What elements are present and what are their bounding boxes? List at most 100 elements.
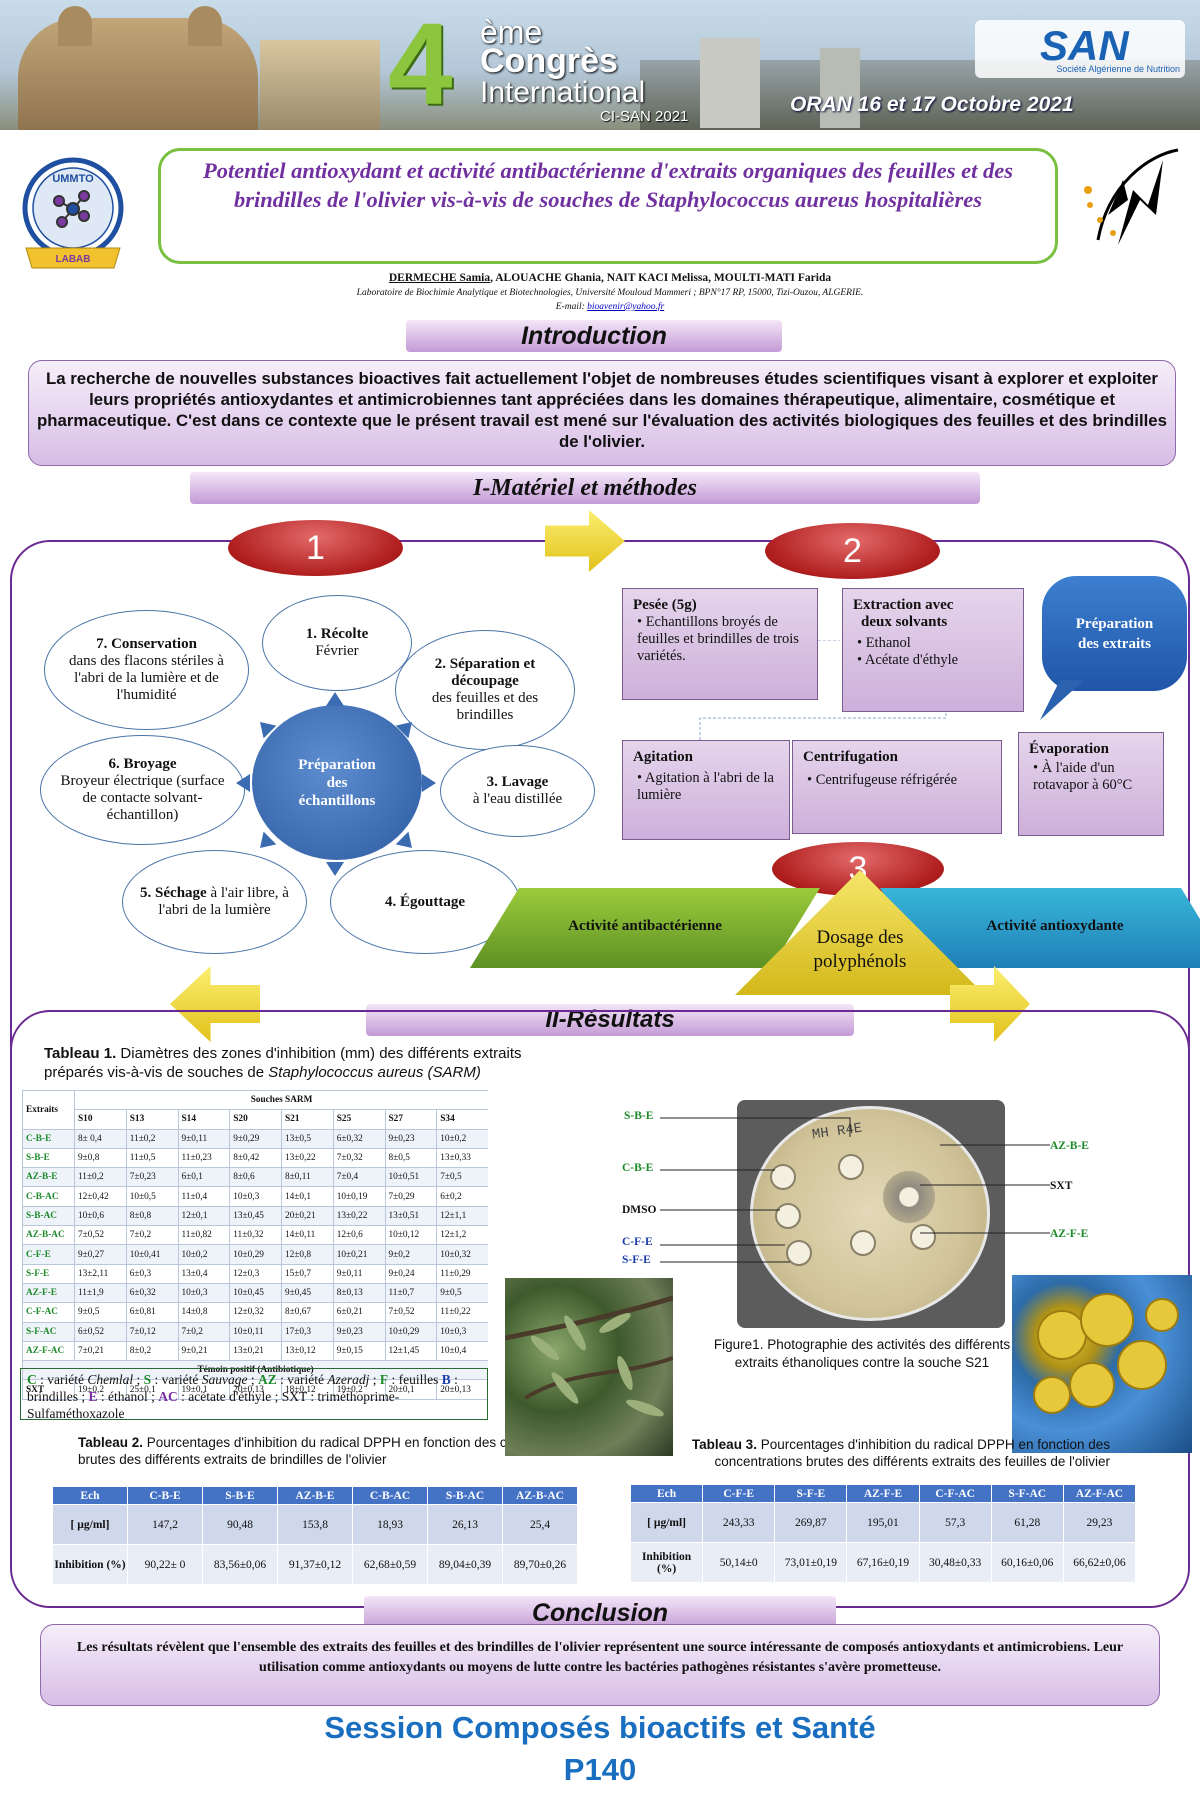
section-header-introduction: Introduction — [406, 320, 782, 352]
table1-cell: 10±0,3 — [177, 1282, 231, 1304]
table1-row-name: C-F-AC — [22, 1302, 75, 1323]
table3-caption-text: Pourcentages d'inhibition du radical DPP… — [714, 1437, 1110, 1469]
san-logo-text: SAN — [1040, 22, 1129, 69]
table1-cell: 13±0,33 — [436, 1147, 488, 1169]
session-title: Session Composés bioactifs et Santé — [324, 1710, 876, 1745]
table1-cell: 10±0,2 — [177, 1244, 231, 1265]
legend-text: : brindilles ; — [27, 1372, 458, 1404]
international-word: International — [480, 76, 646, 109]
table1-cell: 8±0,13 — [332, 1282, 386, 1304]
table1-cell: 9±0,23 — [332, 1321, 386, 1342]
building-illustration — [260, 40, 380, 130]
antibacterial-activity-label: Activité antibactérienne — [568, 918, 722, 934]
table1-strain-header: S20 — [229, 1109, 282, 1130]
table2-caption-text: Pourcentages d'inhibition du radical DPP… — [78, 1435, 588, 1467]
table1-cell: 8±0,11 — [281, 1167, 334, 1188]
figure1-caption: Figure1. Photographie des activités des … — [712, 1336, 1012, 1372]
table1-cell: 9±0,21 — [177, 1340, 231, 1362]
table1-cell: 11±0,2 — [74, 1167, 127, 1188]
legend-separator: ; — [133, 1372, 144, 1387]
table1-cell: 7±0,52 — [384, 1302, 438, 1323]
table1-cell: 10±0,45 — [229, 1282, 282, 1304]
table1-cell: 12±0,32 — [229, 1302, 282, 1323]
figure-label-cfe: C-F-E — [622, 1236, 653, 1248]
table3-cell: 67,16±0,19 — [846, 1542, 920, 1583]
cycle-step-text: dans des flacons stériles à l'abri de la… — [69, 653, 224, 703]
process-item: Acétate d'éthyle — [857, 652, 1013, 669]
table1-row-name: AZ-B-AC — [22, 1225, 75, 1246]
table1-cell: 13±0,5 — [281, 1128, 334, 1149]
legend-variety: Sauvage — [201, 1372, 248, 1387]
figure1-caption-text: . Photographie des activités des différe… — [734, 1337, 1011, 1370]
table1-cell: 8±0,67 — [281, 1302, 334, 1323]
table1-cell: 12±0,6 — [332, 1225, 386, 1246]
extract-well — [910, 1224, 936, 1250]
table1-cell: 8±0,6 — [229, 1167, 282, 1188]
table1-cell: 7±0,2 — [177, 1321, 231, 1342]
section-header-methods: I-Matériel et méthodes — [190, 472, 980, 504]
cycle-step-text: à l'eau distillée — [472, 791, 563, 807]
olive-leaves-illustration — [505, 1295, 673, 1417]
process-agitation: Agitation Agitation à l'abri de la lumiè… — [622, 740, 790, 840]
cycle-step-title: 4. Égouttage — [385, 893, 465, 910]
table2-cell: 91,37±0,12 — [277, 1544, 353, 1585]
cycle-step-5: 5. Séchage à l'air libre, à l'abri de la… — [122, 850, 307, 954]
table1-cell: 18±0,12 — [281, 1379, 334, 1400]
cycle-step-title: 3. Lavage — [486, 774, 549, 790]
san-logo-subtitle: Société Algérienne de Nutrition — [1056, 64, 1180, 74]
table1-cell: 8±0,8 — [125, 1205, 179, 1227]
legend-text: : variété — [151, 1372, 202, 1387]
table1-row-name: S-B-E — [22, 1147, 75, 1169]
table1-cell: 12±1,1 — [436, 1205, 488, 1227]
email-link[interactable]: bioavenir@yahoo.fr — [587, 302, 665, 312]
ummto-logo: UMMTO LABAB — [22, 157, 124, 269]
figure-label-dmso: DMSO — [622, 1204, 657, 1216]
table1-cell: 11±0,5 — [125, 1147, 179, 1169]
table1-cell: 9±0,15 — [332, 1340, 386, 1362]
cycle-center-line: échantillons — [298, 792, 376, 809]
table1-cell: 10±0,21 — [332, 1244, 386, 1265]
table1-strain-header: S25 — [332, 1109, 386, 1130]
table1-row-name: S-F-E — [22, 1263, 75, 1284]
figure-label-sxt: SXT — [1050, 1180, 1073, 1192]
legend-key: C — [27, 1372, 37, 1387]
table1-cell: 7±0,5 — [436, 1167, 488, 1188]
cycle-center: Préparation des échantillons — [252, 705, 422, 860]
bubble-line: Préparation — [1075, 615, 1154, 632]
table1-row-name: AZ-B-E — [22, 1167, 75, 1188]
cycle-center-line: Préparation — [298, 756, 376, 773]
table3-cell: 73,01±0,19 — [774, 1542, 848, 1583]
table1-cell: 17±0,3 — [281, 1321, 334, 1342]
tower-illustration — [820, 48, 860, 128]
table1-cell: 10±0,41 — [125, 1244, 179, 1265]
tower-illustration — [700, 38, 760, 128]
table2-row-label: Inhibition (%) — [52, 1544, 128, 1585]
table1-cell: 9±0,11 — [332, 1263, 386, 1284]
cycle-step-title: 2. Séparation et découpage — [434, 656, 536, 689]
location-date: ORAN 16 et 17 Octobre 2021 — [790, 93, 1074, 116]
figure-label-azbe: AZ-B-E — [1050, 1140, 1089, 1152]
table1-cell: 14±0,1 — [281, 1186, 334, 1207]
process-title: Extraction avec — [853, 597, 954, 613]
legend-key: B — [441, 1372, 451, 1387]
table1-cell: 7±0,32 — [332, 1147, 386, 1169]
table1-cell: 11±0,23 — [177, 1147, 231, 1169]
table2-cell: 18,93 — [352, 1504, 428, 1545]
cycle-step-4: 4. Égouttage — [330, 850, 520, 954]
table1-cell: 8±0,2 — [125, 1340, 179, 1362]
edition-label: CI-SAN 2021 — [600, 108, 689, 125]
table1-cell: 10±0,3 — [436, 1321, 488, 1342]
legend-text: : variété — [276, 1372, 328, 1387]
cycle-step-title: 5. Séchage — [140, 885, 207, 901]
legend-key: E — [88, 1389, 98, 1404]
table1-cell: 12±0,3 — [229, 1263, 282, 1284]
table2-cell: 153,8 — [277, 1504, 353, 1545]
table3-cell: 30,48±0,33 — [918, 1542, 992, 1583]
table1-cell: 7±0,21 — [74, 1340, 127, 1362]
